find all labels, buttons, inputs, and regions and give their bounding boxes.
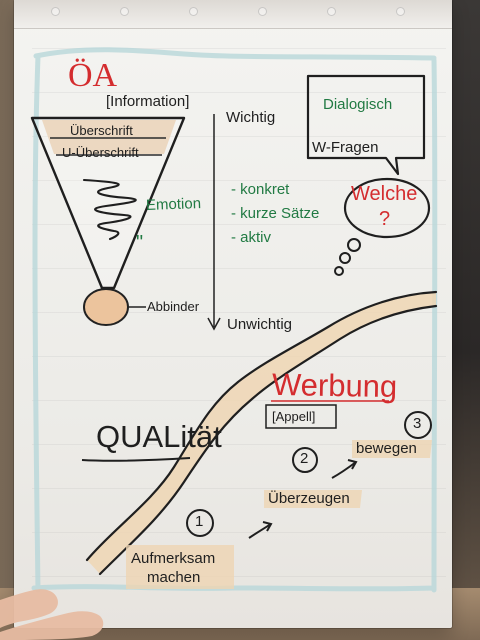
gridline [32,444,446,445]
konkret-label: - konkret [231,181,290,198]
gridline [32,136,446,137]
aufmerksam-label: Aufmerksam [131,550,216,567]
binder-hole [189,7,198,16]
gridline [32,92,446,93]
binder-hole [120,7,129,16]
funnel-top-fill [42,120,176,154]
quote-marks: " [136,232,144,254]
step-circle [186,509,214,537]
machen-label: machen [147,569,201,586]
oa-title: ÖA [68,57,118,94]
blue-highlight-frame [31,47,438,593]
headline-label: Überschrift [70,123,133,138]
question-mark: ? [379,208,391,230]
appell-box [265,404,337,429]
step-circle [292,447,318,473]
thought-bubble-small [334,266,344,276]
binder-hole [258,7,267,16]
binder-hole [396,7,405,16]
wichtig-label: Wichtig [226,109,276,126]
flipchart-board: ÖA [Information] Überschrift U-Überschri… [14,0,452,628]
river-path-edge [98,304,438,576]
w-fragen-label: W-Fragen [312,139,379,156]
gridline [32,48,446,49]
river-path-fill [87,292,436,574]
dialogisch-label: Dialogisch [323,96,393,113]
gridline [32,488,446,489]
hand-shape [0,611,104,640]
thought-bubble-large [343,177,431,239]
gridline [32,312,446,313]
dialog-box [306,74,426,176]
gridline [32,532,446,533]
step-3-label: 3 [413,415,422,432]
step-1-label: 1 [195,513,204,530]
emotion-label: Emotion [145,195,202,214]
gridline [32,576,446,577]
subheadline-label: U-Überschrift [62,145,139,160]
bewegen-highlight [352,440,432,458]
gridline [32,356,446,357]
aktiv-label: - aktiv [231,229,272,246]
binder-hole [327,7,336,16]
ueberzeugen-highlight [264,490,362,508]
progress-arrow [331,461,357,479]
qualitaet-underline [81,457,191,462]
hand-shape [0,589,58,628]
aufmerksam-highlight [126,545,234,589]
kurze-saetze-label: - kurze Sätze [231,205,320,222]
hands [0,589,104,640]
abbinder-circle [83,288,129,326]
step-2-label: 2 [300,450,309,467]
gridline [32,180,446,181]
appell-label: [Appell] [272,409,316,424]
welche-label: Welche [351,183,418,205]
information-label: [Information] [106,93,190,110]
flipchart-binder [14,0,452,29]
ueberzeugen-label: Überzeugen [268,490,350,507]
river-path-edge [85,290,438,562]
importance-arrowhead [207,317,221,331]
step-circle [404,411,432,439]
binder-hole [51,7,60,16]
spiral-line [82,178,137,241]
progress-arrowhead [347,459,358,470]
progress-arrow [248,523,272,539]
abbinder-label: Abbinder [147,299,200,314]
qualitaet-label: QUALität [96,419,222,454]
funnel-outline [30,116,186,290]
gridline [32,268,446,269]
thought-bubble-small [347,238,361,252]
bewegen-label: bewegen [356,440,417,457]
gridline [32,224,446,225]
werbung-label: Werbung [271,366,398,405]
progress-arrowhead [262,521,273,532]
unwichtig-label: Unwichtig [227,316,293,333]
drawing-layer [30,47,438,593]
thought-bubble-small [339,252,351,264]
